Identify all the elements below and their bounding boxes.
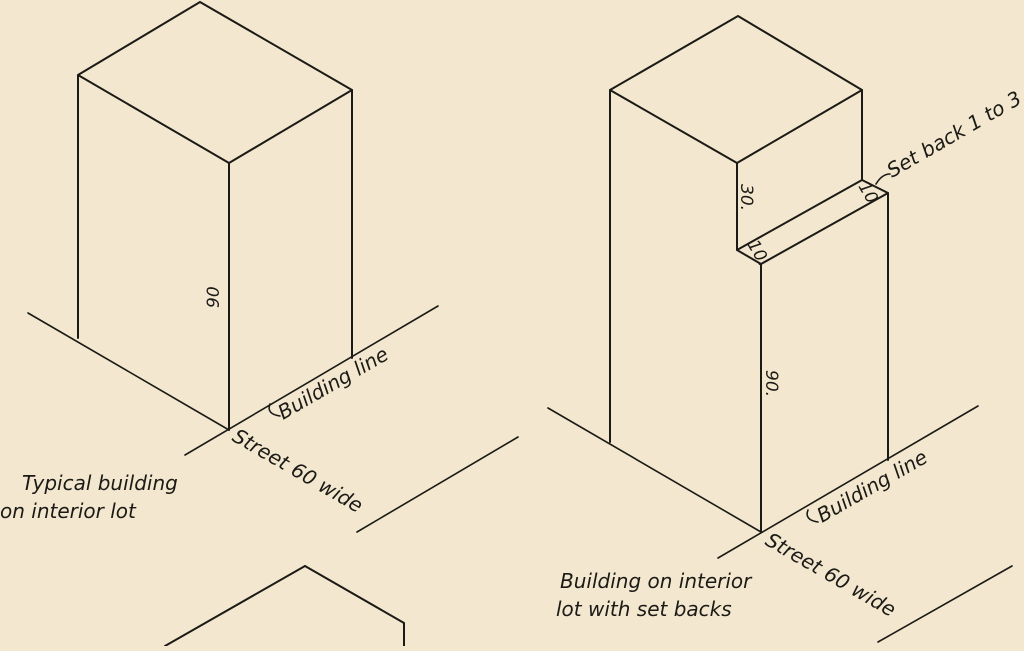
right-caption-line2: lot with set backs — [556, 597, 732, 621]
right-upper-dimension: 30. — [736, 184, 756, 211]
right-height-dimension: 90. — [761, 370, 781, 397]
left-height-dimension: 90 — [204, 286, 224, 308]
left-caption-line1: Typical building — [22, 471, 178, 495]
right-caption-line1: Building on interior — [560, 569, 753, 593]
left-caption-line2: on interior lot — [0, 499, 137, 523]
